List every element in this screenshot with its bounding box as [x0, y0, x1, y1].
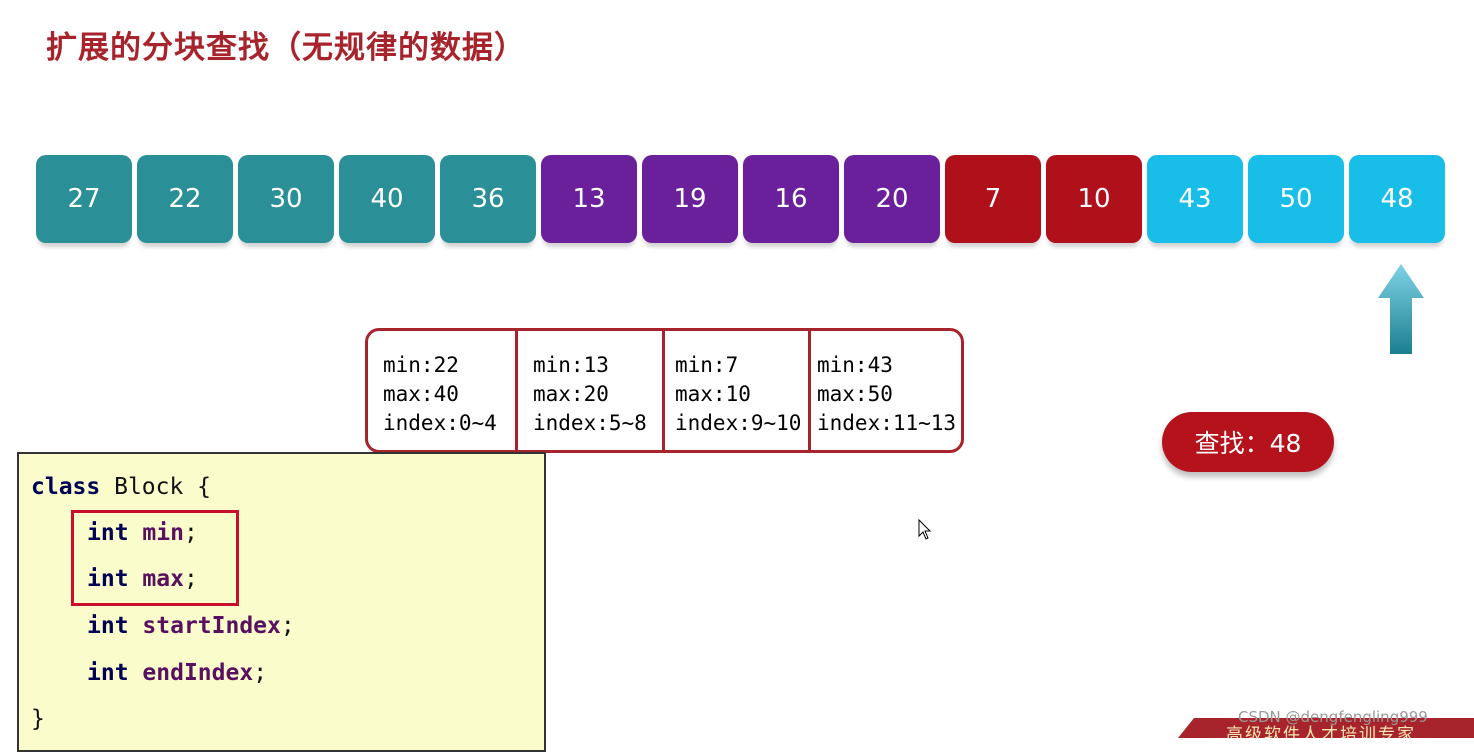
- block-index: index:0~4: [383, 411, 497, 435]
- block-min: min:13: [533, 353, 609, 377]
- array-cell: 7: [945, 155, 1041, 243]
- array-cell: 10: [1046, 155, 1142, 243]
- search-target-badge: 查找：48: [1162, 412, 1334, 472]
- array-cell: 22: [137, 155, 233, 243]
- array-cell: 27: [36, 155, 132, 243]
- code-line-class: class Block {: [31, 474, 212, 500]
- code-line-start: int startIndex;: [87, 613, 295, 639]
- array-cell: 40: [339, 155, 435, 243]
- block-max: max:40: [383, 382, 459, 406]
- min-max-highlight: [71, 510, 239, 606]
- block-min: min:7: [675, 353, 739, 377]
- mouse-cursor-icon: [918, 519, 932, 540]
- array-cell: 13: [541, 155, 637, 243]
- code-line-max: int max;: [87, 566, 198, 592]
- block-min: min:43: [817, 353, 893, 377]
- array-cell: 20: [844, 155, 940, 243]
- block-index-table: min:22 max:40 index:0~4 min:13 max:20 in…: [365, 328, 964, 453]
- code-panel: class Block { int min; int max; int star…: [17, 452, 546, 752]
- block-max: max:10: [675, 382, 751, 406]
- array-cell: 43: [1147, 155, 1243, 243]
- block-index: index:11~13: [817, 411, 957, 435]
- code-line-close: }: [31, 706, 45, 732]
- array-cell: 36: [440, 155, 536, 243]
- page-title: 扩展的分块查找（无规律的数据）: [46, 30, 526, 66]
- watermark: CSDN @dengfengling999: [1238, 708, 1428, 726]
- footer-banner: 高级软件人才培训专家: [1178, 718, 1474, 738]
- array-cell: 48: [1349, 155, 1445, 243]
- block-info-3: min:43 max:50 index:11~13: [808, 331, 961, 450]
- block-index: index:5~8: [533, 411, 647, 435]
- up-arrow-icon: [1378, 264, 1424, 354]
- block-index: index:9~10: [675, 411, 802, 435]
- array-cell: 50: [1248, 155, 1344, 243]
- array-cell: 16: [743, 155, 839, 243]
- block-min: min:22: [383, 353, 459, 377]
- block-max: max:50: [817, 382, 893, 406]
- code-line-end: int endIndex;: [87, 660, 268, 686]
- block-info-2: min:7 max:10 index:9~10: [662, 331, 808, 450]
- block-info-0: min:22 max:40 index:0~4: [368, 331, 515, 450]
- array-cell: 30: [238, 155, 334, 243]
- block-info-1: min:13 max:20 index:5~8: [515, 331, 662, 450]
- block-max: max:20: [533, 382, 609, 406]
- code-line-min: int min;: [87, 520, 198, 546]
- array-cell: 19: [642, 155, 738, 243]
